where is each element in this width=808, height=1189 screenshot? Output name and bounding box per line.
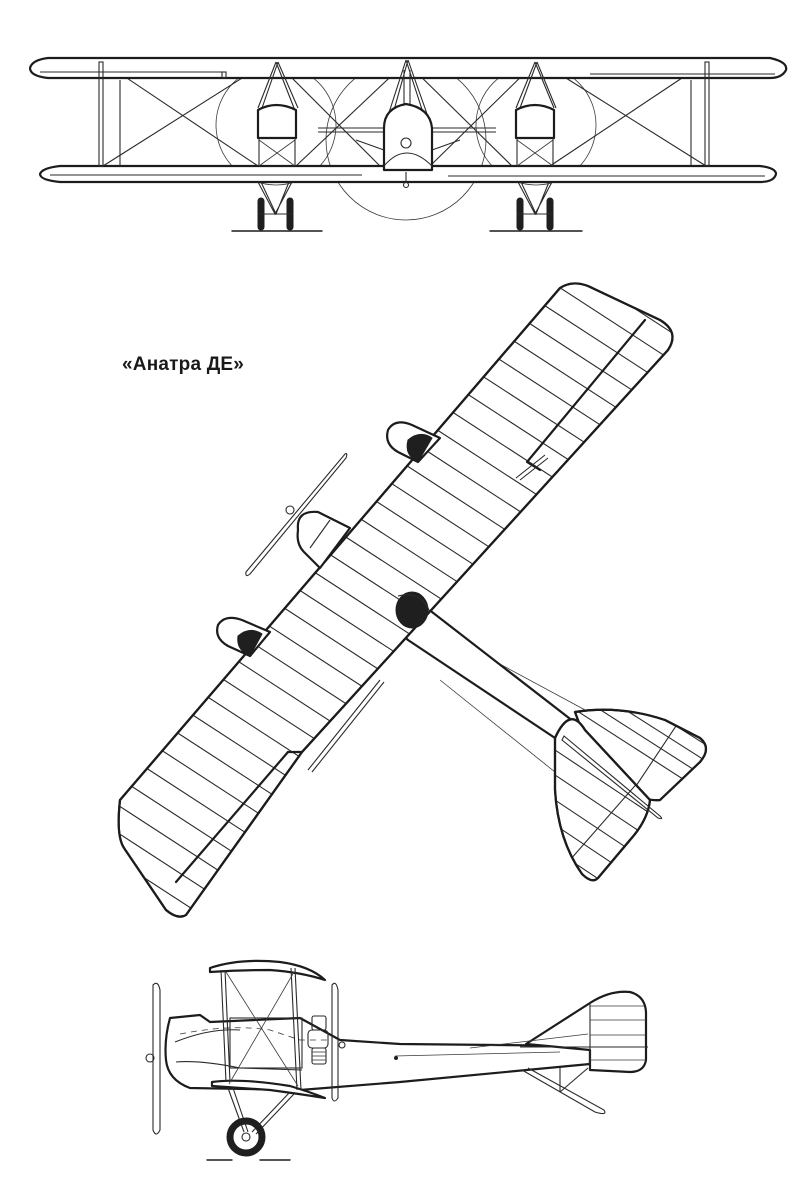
side-rear-propeller: [331, 982, 339, 1102]
aircraft-name-caption: «Анатра ДЕ»: [122, 354, 245, 375]
center-nacelle: [296, 510, 352, 570]
side-fuselage: [164, 1013, 592, 1092]
tailskid-plan: [561, 735, 663, 820]
left-aileron: [174, 750, 290, 884]
propeller-plan: [245, 452, 348, 577]
landing-gear-front: [231, 181, 583, 232]
left-engine-nacelle: [256, 61, 299, 167]
right-engine-nacelle: [514, 61, 557, 167]
main-wing-plan: [117, 282, 674, 918]
front-view: [28, 56, 788, 232]
center-fuselage: [318, 59, 496, 189]
cockpit-engine: [395, 591, 431, 629]
side-landing-gear: [206, 1087, 295, 1161]
bracing-wires: [102, 61, 707, 167]
side-struts: [220, 967, 302, 1091]
side-front-propeller: [152, 982, 161, 1135]
side-tail-skid: [521, 1067, 606, 1115]
interplane-struts: [98, 61, 710, 167]
upper-engine-nacelle: [386, 421, 442, 464]
side-tail: [469, 990, 648, 1074]
lower-engine-nacelle: [216, 616, 272, 658]
lower-wing: [38, 164, 778, 184]
side-engine: [307, 1015, 329, 1065]
side-upper-wing: [208, 959, 327, 982]
side-lower-wing: [210, 1079, 327, 1100]
side-wheel: [226, 1117, 266, 1157]
